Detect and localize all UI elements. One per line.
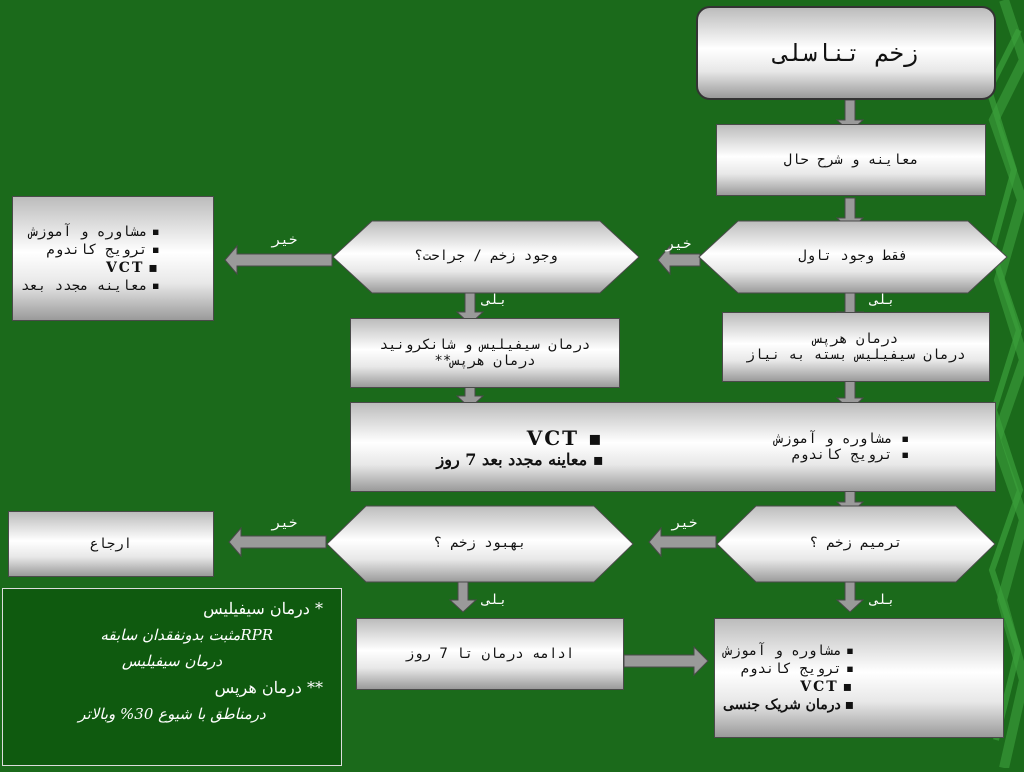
note-syphilis-title: * درمان سیفیلیس [203, 599, 323, 618]
label-no-3: خیر [672, 515, 698, 531]
middle-left-item: ▪ معاینه مجدد بعد 7 روز [436, 449, 604, 469]
arrow-wound-to-left [224, 244, 333, 276]
syph-box: درمان سیفیلیس و شانکرونید درمان هرپس** [350, 318, 620, 388]
middle-left-item: ▪ VCT [526, 425, 604, 450]
exam-text: معاینه و شرح حال [783, 152, 919, 168]
herpes-line-1: درمان هرپس [813, 331, 899, 347]
label-yes-1: بلی [870, 292, 896, 308]
decision-ulcer-text: فقط وجود تاول [798, 248, 908, 264]
arrow-healed-to-improved [648, 526, 717, 558]
decision-ulcer-shape [698, 220, 1008, 294]
syph-line-2: درمان هرپس** [434, 353, 536, 369]
title-text: زخم تناسلی [773, 39, 919, 67]
middle-left-list: ▪ VCT ▪ معاینه مجدد بعد 7 روز [437, 426, 604, 469]
note-syphilis-treatment: درمان سیفیلیس [121, 652, 223, 670]
middle-box: ▪ مشاوره و آموزش ▪ ترویج کاندوم ▪ VCT ▪ … [350, 402, 996, 492]
left-list-box: مشاوره و آموزش ترویج کاندوم VCT معاینه م… [12, 196, 214, 321]
label-no-2: خیر [272, 232, 298, 248]
referral-text: ارجاع [89, 536, 133, 552]
left-list-item: ترویج کاندوم [21, 242, 160, 258]
left-list-item: VCT [21, 260, 160, 276]
exam-box: معاینه و شرح حال [716, 124, 986, 196]
herpes-box: درمان هرپس درمان سیفیلیس بسته به نیاز [722, 312, 990, 382]
arrow-improved-to-continue [448, 579, 478, 613]
leaf-decoration [984, 0, 1024, 770]
decision-wound-shape [332, 220, 640, 294]
arrow-continue-to-final [623, 645, 709, 677]
syph-line-1: درمان سیفیلیس و شانکرونید [379, 337, 591, 353]
label-no-4: خیر [272, 515, 298, 531]
title-box: زخم تناسلی [696, 6, 996, 100]
note-prevalence: درمناطق با شیوع 30% وبالاتر [78, 705, 266, 723]
left-list: مشاوره و آموزش ترویج کاندوم VCT معاینه م… [21, 222, 160, 296]
decision-healed-text: ترمیم زخم ؟ [809, 535, 903, 551]
decision-wound-text: وجود زخم / جراحت؟ [414, 248, 558, 264]
final-list-item: مشاوره و آموزش [723, 643, 854, 659]
continue-box: ادامه درمان تا 7 روز [356, 618, 624, 690]
arrow-improved-to-referral [228, 526, 327, 558]
label-yes-3: بلی [870, 592, 896, 608]
final-list: مشاوره و آموزش ترویج کاندوم VCT درمان شر… [723, 641, 854, 715]
final-list-box: مشاوره و آموزش ترویج کاندوم VCT درمان شر… [714, 618, 1004, 738]
middle-right-item: ▪ مشاوره و آموزش [774, 431, 910, 447]
decision-improved-shape [326, 505, 634, 583]
note-rpr: RPRمثبت بدونفقدان سابقه [100, 626, 273, 644]
decision-improved-text: بهبود زخم ؟ [433, 535, 527, 551]
label-yes-4: بلی [482, 592, 508, 608]
final-list-item: ترویج کاندوم [723, 661, 854, 677]
referral-box: ارجاع [8, 511, 214, 577]
continue-text: ادامه درمان تا 7 روز [405, 646, 575, 662]
notes-box: * درمان سیفیلیس RPRمثبت بدونفقدان سابقه … [2, 588, 342, 766]
final-list-item: درمان شریک جنسی [723, 697, 854, 713]
herpes-line-2: درمان سیفیلیس بسته به نیاز [746, 347, 966, 363]
middle-right-item: ▪ ترویج کاندوم [791, 447, 910, 463]
label-yes-2: بلی [482, 292, 508, 308]
left-list-item: مشاوره و آموزش [21, 224, 160, 240]
middle-right-list: ▪ مشاوره و آموزش ▪ ترویج کاندوم [775, 431, 910, 463]
left-list-item: معاینه مجدد بعد [21, 278, 160, 294]
label-no-1: خیر [666, 236, 692, 252]
arrow-ulcer-to-wound [657, 244, 701, 276]
decision-healed-shape [716, 505, 996, 583]
arrow-healed-to-final [835, 579, 865, 613]
final-list-item: VCT [723, 679, 854, 695]
note-herpes-title: ** درمان هرپس [214, 678, 323, 697]
